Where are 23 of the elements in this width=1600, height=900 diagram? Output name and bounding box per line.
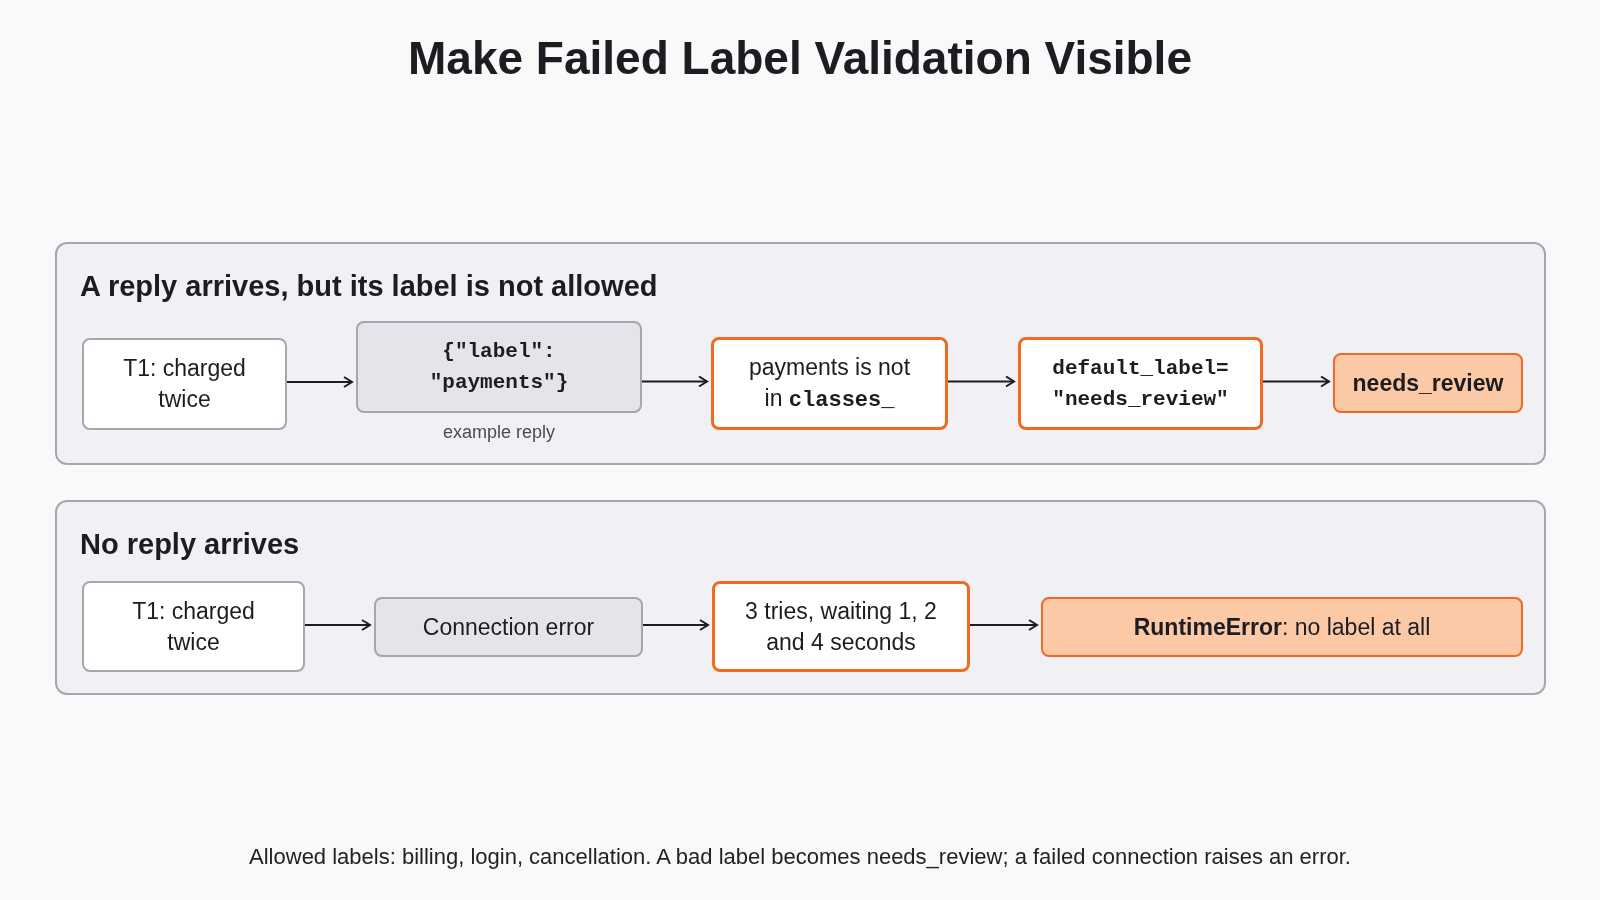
group-panel [55,242,1546,465]
process-box: T1: charged twice [82,581,305,672]
arrow [969,619,1038,631]
diagram-title: Make Failed Label Validation Visible [408,31,1192,86]
arrow [1262,375,1330,388]
arrow [947,375,1015,388]
arrow [304,619,371,631]
node-caption: example reply [442,421,556,444]
check-box: 3 tries, waiting 1, 2 and 4 seconds [712,581,970,672]
data-box: Connection error [374,597,643,657]
panel-heading: A reply arrives, but its label is not allowed [80,269,658,304]
check-box: payments is not in classes_ [711,337,948,430]
arrow [642,619,709,631]
diagram-caption: Allowed labels: billing, login, cancellation. A bad label becomes needs_review; a failed connection raises an error. [249,843,1351,871]
result-box: needs_review [1333,353,1523,413]
data-box: {"label": "payments"} [356,321,642,413]
arrow [286,376,353,388]
group-panel [55,500,1546,695]
result-box: RuntimeError: no label at all [1041,597,1523,657]
check-box: default_label= "needs_review" [1018,337,1263,430]
panel-heading: No reply arrives [80,527,300,562]
arrow [641,375,708,388]
process-box: T1: charged twice [82,338,287,430]
